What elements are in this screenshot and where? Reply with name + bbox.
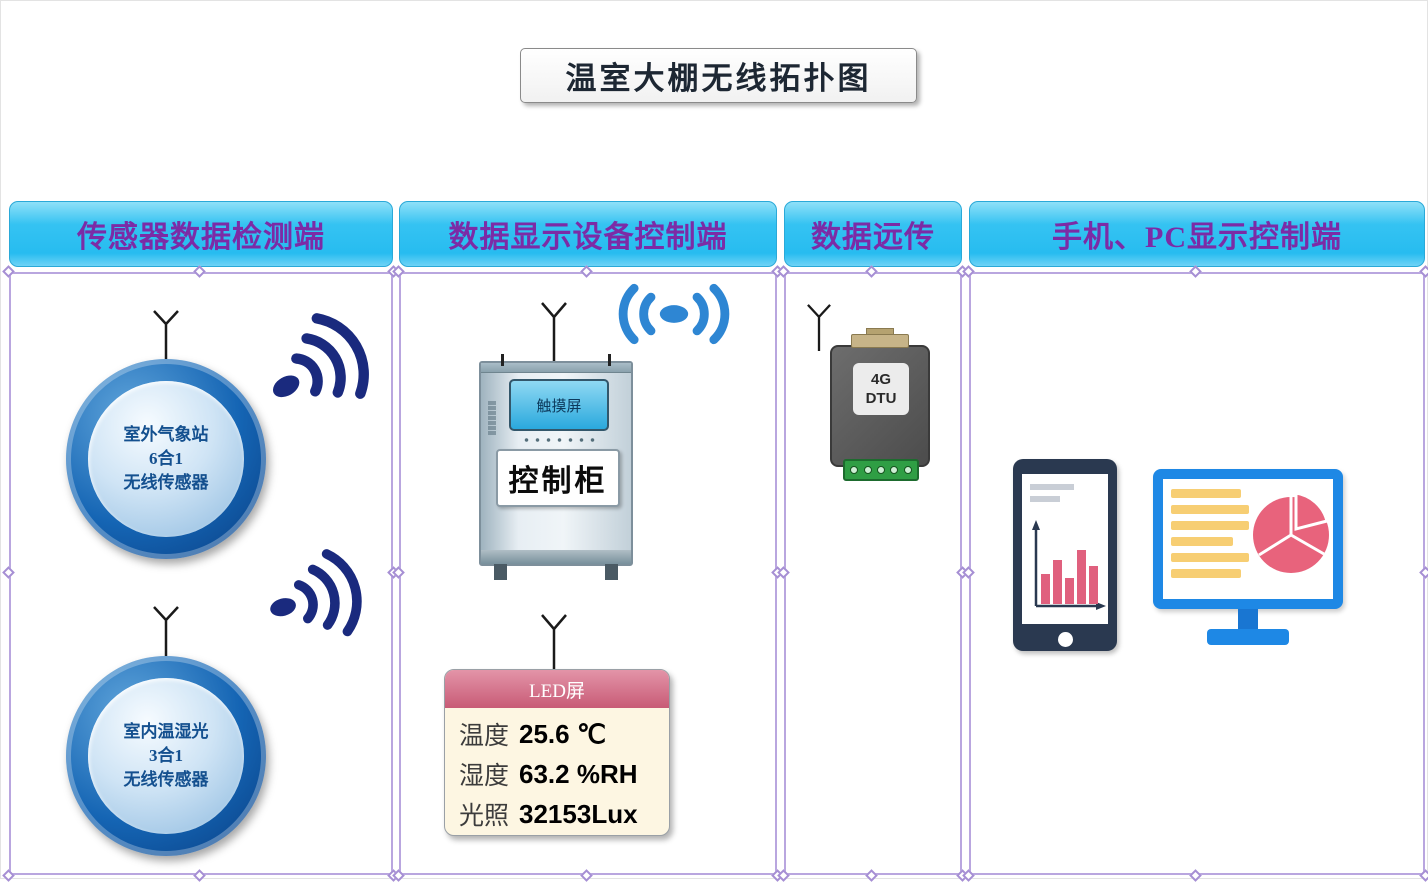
antenna-icon	[541, 302, 567, 363]
led-row-temperature: 温度 25.6 ℃	[459, 714, 669, 754]
monitor-dashboard	[1171, 489, 1329, 578]
cabinet-leg	[605, 564, 618, 580]
led-row-humidity: 湿度 63.2 %RH	[459, 754, 669, 794]
indoor-sensor-node: 室内温湿光 3合1 无线传感器	[66, 656, 266, 856]
cabinet-base-strip	[481, 550, 631, 564]
header-client-column: 手机、PC显示控制端	[969, 201, 1425, 267]
cabinet-leg	[494, 564, 507, 580]
panel-ornament	[193, 265, 206, 278]
dtu-serial-connector	[851, 334, 909, 348]
panel-ornament	[1419, 869, 1428, 882]
pie-chart	[1253, 491, 1329, 573]
phone-screen	[1022, 474, 1108, 624]
reading-value: 32153Lux	[519, 798, 638, 829]
outdoor-sensor-node: 室外气象站 6合1 无线传感器	[66, 359, 266, 559]
terminal-pin	[890, 466, 899, 474]
terminal-pin	[863, 466, 872, 474]
cabinet-bolt-icon	[501, 354, 504, 366]
pc-monitor	[1153, 469, 1343, 609]
panel-ornament	[2, 869, 15, 882]
antenna-icon	[807, 304, 831, 351]
terminal-pin	[876, 466, 885, 474]
monitor-stand-base	[1207, 629, 1289, 645]
panel-ornament	[2, 265, 15, 278]
cabinet-bolt-icon	[608, 354, 611, 366]
wireless-signal-icon	[270, 549, 362, 637]
panel-ornament	[1189, 265, 1202, 278]
dtu-label-line: 4G	[870, 370, 891, 388]
panel-ornament	[1419, 565, 1428, 579]
dtu-terminal-block	[843, 459, 919, 481]
panel-ornament	[1189, 869, 1202, 882]
dtu-label: 4G DTU	[853, 363, 909, 415]
sensor-text-line: 3合1	[149, 746, 183, 766]
panel-ornament	[193, 869, 206, 882]
panel-ornament	[580, 265, 593, 278]
dtu-label-line: DTU	[865, 390, 897, 407]
monitor-stand-neck	[1238, 609, 1258, 629]
panel-ornament	[865, 869, 878, 882]
reading-label: 光照	[459, 803, 510, 830]
cabinet-label: 控制柜	[496, 449, 620, 507]
control-cabinet: 触摸屏 控制柜	[479, 354, 633, 580]
touch-screen-label: 触摸屏	[536, 398, 582, 415]
header-display-column: 数据显示设备控制端	[399, 201, 777, 267]
cabinet-side-marks	[488, 401, 496, 435]
led-readings: 温度 25.6 ℃ 湿度 63.2 %RH 光照 32153Lux	[445, 708, 669, 834]
antenna-icon	[153, 606, 179, 657]
dtu-device: 4G DTU	[830, 328, 930, 481]
wireless-broadcast-icon	[618, 283, 730, 345]
wireless-signal-icon	[272, 313, 369, 399]
terminal-pin	[850, 466, 859, 474]
phone-bar-chart	[1030, 484, 1106, 610]
page-title: 温室大棚无线拓扑图	[520, 48, 917, 103]
header-sensor-column: 传感器数据检测端	[9, 201, 393, 267]
reading-value: 25.6 ℃	[519, 718, 607, 749]
reading-label: 温度	[459, 723, 510, 750]
sensor-text-line: 无线传感器	[123, 769, 209, 789]
reading-label: 湿度	[459, 763, 510, 790]
sensor-text-line: 6合1	[149, 449, 183, 469]
monitor-screen	[1163, 479, 1333, 599]
antenna-icon	[541, 614, 567, 669]
sensor-text-line: 无线传感器	[123, 472, 209, 492]
panel-ornament	[2, 565, 15, 579]
led-row-light: 光照 32153Lux	[459, 794, 669, 834]
cabinet-vents	[521, 437, 601, 443]
panel-ornament	[1419, 265, 1428, 278]
smartphone	[1013, 459, 1117, 651]
indoor-sensor-label: 室内温湿光 3合1 无线传感器	[88, 678, 244, 834]
outdoor-sensor-label: 室外气象站 6合1 无线传感器	[88, 381, 244, 537]
antenna-icon	[153, 310, 179, 361]
sensor-text-line: 室内温湿光	[123, 722, 209, 742]
header-remote-column: 数据远传	[784, 201, 962, 267]
cabinet-top-strip	[481, 363, 631, 373]
led-display-panel: LED屏 温度 25.6 ℃ 湿度 63.2 %RH 光照 32153Lux	[444, 669, 670, 836]
led-panel-title: LED屏	[445, 670, 669, 708]
panel-ornament	[865, 265, 878, 278]
touch-screen: 触摸屏	[509, 379, 609, 431]
panel-ornament	[580, 869, 593, 882]
sensor-text-line: 室外气象站	[123, 425, 209, 445]
terminal-pin	[903, 466, 912, 474]
reading-value: 63.2 %RH	[519, 758, 638, 789]
phone-home-button	[1057, 632, 1073, 647]
